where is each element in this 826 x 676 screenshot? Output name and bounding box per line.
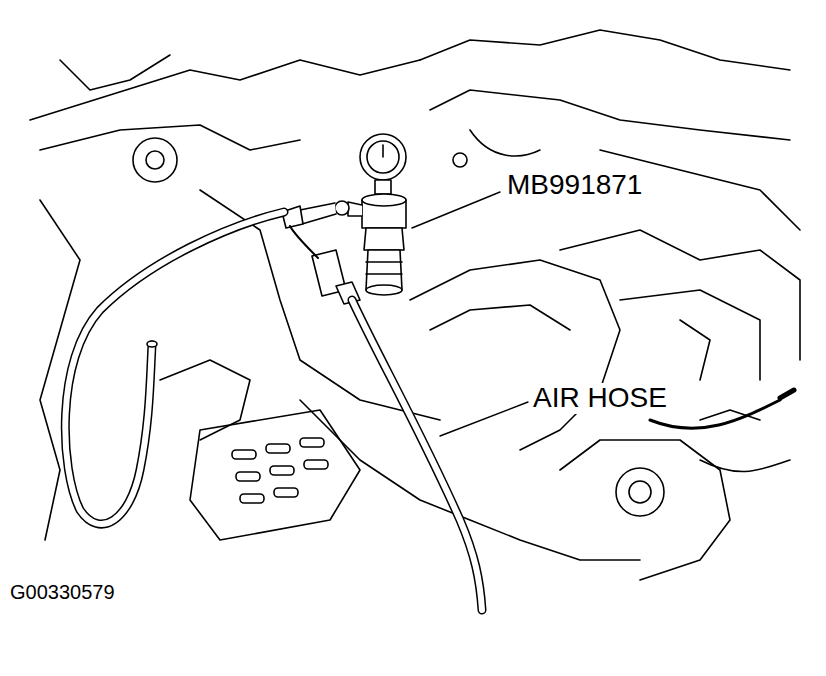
part-name: AIR HOSE xyxy=(531,383,669,414)
part-number: MB991871 xyxy=(505,170,644,201)
figure-code: G00330579 xyxy=(8,581,117,603)
